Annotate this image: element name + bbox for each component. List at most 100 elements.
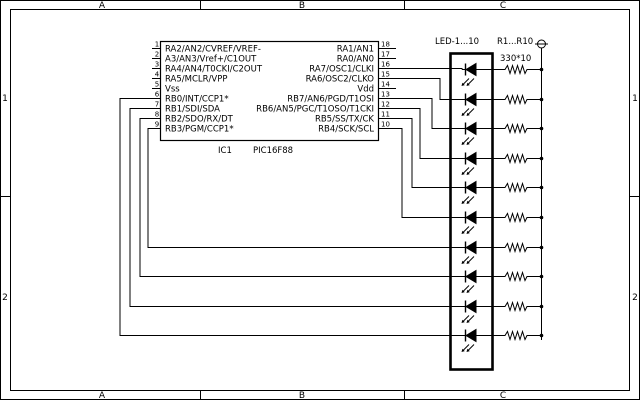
resistor — [500, 122, 544, 135]
led-emission-arrowhead — [466, 348, 470, 352]
signal-wire — [129, 108, 462, 307]
pin-label: RA5/MCLR/VPP — [165, 75, 228, 85]
led — [461, 210, 500, 234]
led-emission-arrow — [467, 256, 475, 263]
frame-column-label: A — [99, 1, 106, 11]
pin-number: 12 — [381, 101, 390, 109]
pin-number: 5 — [155, 81, 159, 89]
led — [461, 151, 500, 175]
led-emission-arrowhead — [466, 230, 470, 234]
led-body — [465, 180, 477, 195]
led-emission-arrowhead — [461, 112, 465, 116]
resistor-body — [500, 241, 542, 254]
led-emission-arrowhead — [461, 171, 465, 175]
pin-number: 18 — [381, 41, 390, 49]
resistor-array: R1...R10 330*10 — [497, 37, 548, 342]
pin-label: RB0/INT/CCP1* — [165, 95, 229, 105]
frame-column-label: B — [299, 391, 305, 400]
pin-number: 13 — [381, 91, 390, 99]
led-array-outline — [449, 52, 494, 371]
resistor — [500, 93, 544, 106]
led-emission-arrowhead — [461, 260, 465, 264]
pin-number: 6 — [155, 91, 160, 99]
led-emission-arrow — [462, 196, 470, 203]
led-array: LED-1...10 — [435, 37, 500, 371]
led-emission-arrowhead — [461, 82, 465, 86]
junction-dot — [539, 215, 544, 220]
frame-row-label: 2 — [2, 293, 8, 303]
led-emission-arrow — [467, 78, 475, 85]
led-emission-arrow — [462, 137, 470, 144]
signal-wire — [139, 118, 462, 277]
pin-label: RA0/AN0 — [337, 55, 374, 65]
led-body — [465, 210, 477, 225]
pin-number: 15 — [381, 71, 390, 79]
led — [461, 269, 500, 293]
junction-dot — [539, 67, 544, 72]
pin-label: RB3/PGM/CCP1* — [165, 125, 234, 135]
ic-part-number: PIC16F88 — [253, 146, 293, 156]
led-body — [465, 269, 477, 284]
resistor-body — [500, 181, 542, 194]
junction-dot — [539, 126, 544, 131]
led-emission-arrowhead — [466, 289, 470, 293]
pin-label: RA4/AN4/T0CKI/C2OUT — [165, 65, 263, 75]
led-emission-arrow — [467, 315, 475, 322]
pin-number: 1 — [155, 41, 159, 49]
led-body — [465, 62, 477, 77]
led-emission-arrow — [467, 196, 475, 203]
resistor-body — [500, 63, 542, 76]
led-emission-arrowhead — [461, 141, 465, 145]
resistor-body — [500, 211, 542, 224]
signal-wire — [396, 128, 462, 218]
led-emission-arrowhead — [461, 319, 465, 323]
frame-column-label: C — [500, 1, 506, 11]
ic-body — [159, 40, 380, 142]
resistor-body — [500, 122, 542, 135]
led-emission-arrowhead — [466, 112, 470, 116]
pin-number: 7 — [155, 101, 159, 109]
resistor-value-label: 330*10 — [500, 54, 531, 64]
pin-label: RA1/AN1 — [337, 45, 374, 55]
junction-dot — [539, 274, 544, 279]
resistor-body — [500, 270, 542, 283]
frame-column-label: C — [500, 391, 506, 400]
led-emission-arrowhead — [466, 171, 470, 175]
signal-wire — [119, 98, 462, 336]
pin-number: 8 — [155, 111, 159, 119]
led-emission-arrowhead — [466, 319, 470, 323]
led-emission-arrowhead — [466, 82, 470, 86]
resistor — [500, 63, 544, 76]
led — [461, 240, 500, 264]
pin-number: 14 — [381, 81, 390, 89]
resistor-body — [500, 300, 542, 313]
led — [461, 299, 500, 323]
pin-label: RB5/SS/TX/CK — [315, 115, 374, 125]
led-body — [465, 92, 477, 107]
resistor — [500, 329, 544, 342]
junction-dot — [539, 333, 544, 338]
junction-dot — [539, 185, 544, 190]
ic-designator: IC1 — [218, 146, 232, 156]
frame-row-label: 1 — [632, 94, 638, 104]
led-emission-arrow — [467, 285, 475, 292]
resistor — [500, 211, 544, 224]
led-emission-arrow — [467, 344, 475, 351]
signal-wire — [396, 98, 462, 129]
led-emission-arrow — [467, 226, 475, 233]
